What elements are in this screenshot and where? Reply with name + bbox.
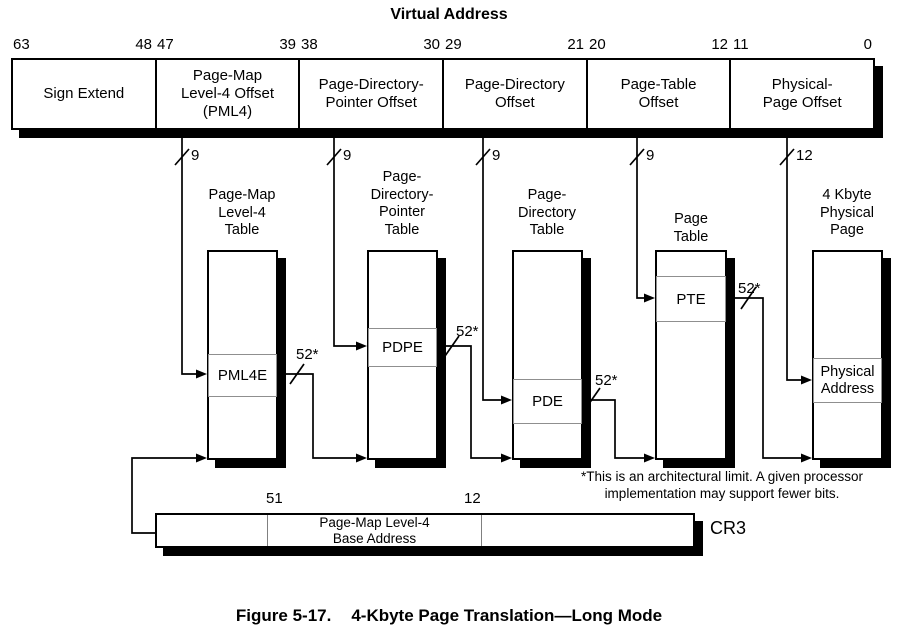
- entry-width-label-52: 52*: [456, 323, 479, 340]
- bit-range-38-30: 38 30: [299, 36, 443, 55]
- table-title-pml4: Page-Map Level-4 Table: [208, 187, 276, 238]
- bit-high-label: 47: [157, 36, 174, 53]
- bit-range-11-0: 11 0: [731, 36, 875, 55]
- va-field-phys-page-offset: Physical- Page Offset: [729, 60, 873, 128]
- physical-page: Physical Address: [812, 250, 883, 460]
- bit-low-label: 39: [279, 36, 296, 53]
- bit-low-label: 21: [567, 36, 584, 53]
- bit-high-label: 38: [301, 36, 318, 53]
- pdpe-entry: PDPE: [368, 328, 437, 367]
- bit-high-label: 20: [589, 36, 606, 53]
- table-title-text: 4 Kbyte Physical Page: [820, 187, 874, 238]
- va-field-pd-offset: Page-Directory Offset: [442, 60, 586, 128]
- bit-low-label: 48: [135, 36, 152, 53]
- page-table: PTE: [655, 250, 727, 460]
- table-title-pd: Page- Directory Table: [517, 187, 576, 238]
- bit-number-row: 63 48 47 39 38 30 29 21 20 12 11 0: [11, 36, 875, 55]
- pde-entry: PDE: [513, 379, 582, 424]
- va-field-sign-extend: Sign Extend: [43, 85, 125, 102]
- table-title-physical-page: 4 Kbyte Physical Page: [788, 187, 898, 240]
- bit-range-47-39: 47 39: [155, 36, 299, 55]
- bit-range-29-21: 29 21: [443, 36, 587, 55]
- figure-title: 4-Kbyte Page Translation—Long Mode: [351, 606, 663, 625]
- pml4e-entry: PML4E: [208, 354, 277, 397]
- va-field-pt-offset: Page-Table Offset: [585, 60, 730, 128]
- figure-caption: Figure 5-17. 4-Kbyte Page Translation—Lon…: [0, 606, 898, 626]
- cr3-bit-51: 51: [266, 490, 283, 507]
- table-title-pdp: Page- Directory- Pointer Table: [370, 169, 434, 238]
- bit-width-label-9: 9: [191, 147, 200, 164]
- pdp-table: PDPE: [367, 250, 438, 460]
- cr3-bit-12: 12: [464, 490, 481, 507]
- cr3-base-address-field: Page-Map Level-4 Base Address: [268, 515, 482, 546]
- pd-table: PDE: [512, 250, 583, 460]
- footnote: *This is an architectural limit. A given…: [580, 469, 864, 501]
- cr3-lower-field: [482, 515, 693, 546]
- bit-low-label: 12: [711, 36, 728, 53]
- pml4-table: PML4E: [207, 250, 278, 460]
- entry-width-label-52: 52*: [595, 372, 618, 389]
- bit-high-label: 29: [445, 36, 462, 53]
- cr3-register: Page-Map Level-4 Base Address: [155, 513, 695, 548]
- bit-width-label-9: 9: [492, 147, 501, 164]
- bit-width-label-12: 12: [796, 147, 813, 164]
- bit-width-label-9: 9: [646, 147, 655, 164]
- bit-low-label: 0: [863, 36, 872, 53]
- bit-high-label: 11: [733, 36, 749, 53]
- bit-range-20-12: 20 12: [587, 36, 731, 55]
- cr3-label: CR3: [710, 518, 747, 538]
- va-field-pdp-offset: Page-Directory- Pointer Offset: [298, 60, 442, 128]
- figure-number: Figure 5-17.: [235, 606, 332, 625]
- va-field-pml4-offset: Page-Map Level-4 Offset (PML4): [154, 60, 299, 128]
- bit-high-label: 63: [13, 36, 30, 53]
- cr3-upper-field: [157, 515, 268, 546]
- entry-width-label-52: 52*: [296, 346, 319, 363]
- virtual-address-title: Virtual Address: [390, 6, 508, 23]
- bit-width-label-9: 9: [343, 147, 352, 164]
- bit-low-label: 30: [423, 36, 440, 53]
- physical-address-entry: Physical Address: [813, 358, 882, 403]
- entry-width-label-52: 52*: [738, 280, 761, 297]
- bit-range-63-48: 63 48: [11, 36, 155, 55]
- pte-entry: PTE: [656, 276, 726, 322]
- virtual-address-box: Sign Extend Page-Map Level-4 Offset (PML…: [11, 58, 875, 130]
- table-title-pt: Page Table: [673, 211, 709, 245]
